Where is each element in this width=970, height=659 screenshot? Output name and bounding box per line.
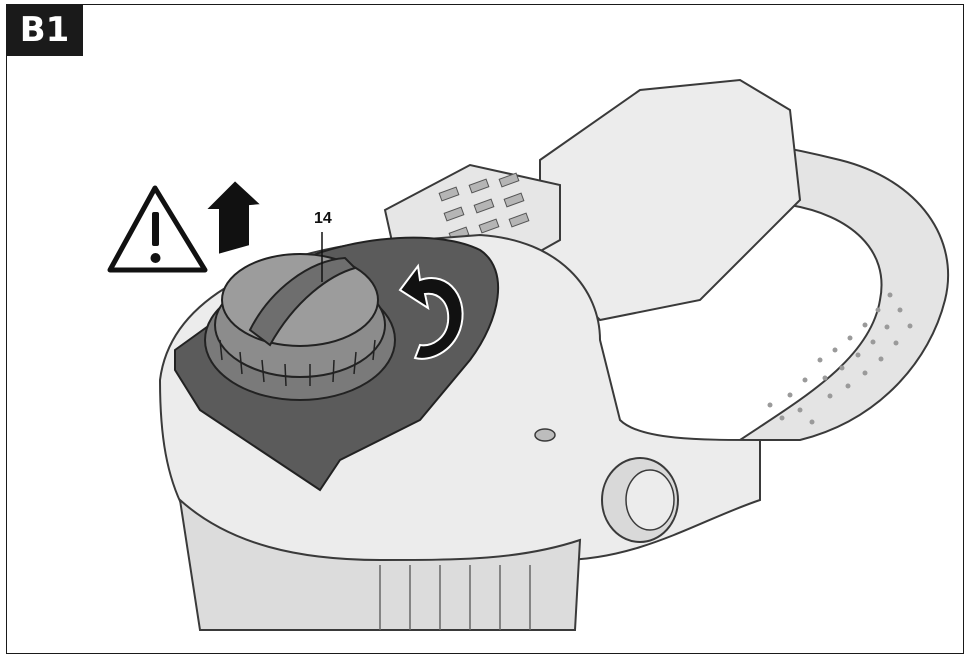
warning-triangle-icon <box>107 185 208 273</box>
arrow-up-icon <box>202 178 265 257</box>
cap-serrations <box>219 339 376 387</box>
side-knob-face <box>625 469 675 531</box>
cap-grip-bar <box>248 256 357 347</box>
lower-ribs <box>379 565 531 630</box>
callout-number: 14 <box>314 210 332 227</box>
grip-texture <box>767 292 913 425</box>
figure-frame <box>6 4 964 654</box>
figure-label: B1 <box>6 4 83 56</box>
screw-hole <box>534 428 556 442</box>
rotate-counterclockwise-arrow-icon <box>398 263 464 360</box>
